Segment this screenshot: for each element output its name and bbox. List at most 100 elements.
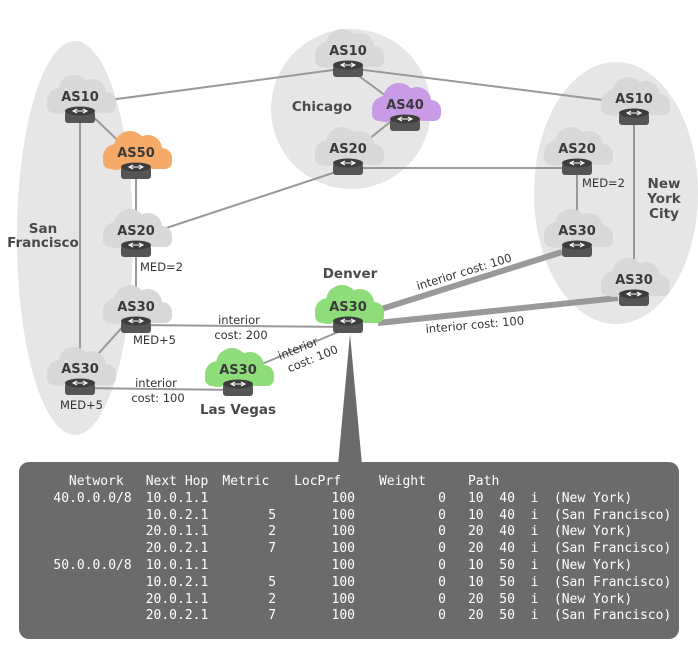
router-lasvegas-as30: AS30 [205,348,274,397]
cell-locprf: 100 [331,574,355,590]
cell-path: 10 50 i [467,557,539,573]
table-row: 10.0.2.1 5 100 0 10 50 i (San Francisco) [33,575,679,592]
router-sf-as30a-label: AS30 [117,300,155,315]
cell-locprf: 100 [331,591,355,607]
cell-network [33,508,146,525]
router-sf-as10-label: AS10 [61,90,99,105]
cell-locprf: 100 [331,507,355,523]
cell-weight: 0 [438,608,446,624]
cell-path: 20 50 i [467,608,539,624]
cell-next-hop: 10.0.1.1 [145,490,209,506]
cost-lv-sf-label-1: interior [135,376,177,390]
cell-locprf: 100 [331,541,355,557]
cell-path: 20 50 i [467,591,539,607]
router-chi-as10-label: AS10 [329,44,367,59]
header-locprf: LocPrf [294,474,342,489]
router-chi-as10: AS10 [315,29,384,78]
link-denver-ny-as30b [377,295,619,326]
cell-locprf: 100 [331,524,355,540]
las-vegas-label: Las Vegas [200,402,276,418]
cell-network [33,541,146,558]
link-sf-as30b-lasvegas [79,387,239,391]
cell-note: (New York) [553,490,633,506]
cell-network: 50.0.0.0/8 [53,557,132,573]
router-ny-as20-label: AS20 [558,142,596,157]
cell-note: (San Francisco) [553,507,672,523]
cell-metric: 2 [268,591,277,607]
cell-weight: 0 [438,490,446,506]
header-note [554,474,679,491]
cost-lv-sf-label-2: cost: 100 [131,391,184,405]
cell-path: 10 40 i [467,490,539,506]
san-francisco-label-1: San [29,221,57,237]
router-sf-as20-label: AS20 [117,224,155,239]
cell-next-hop: 10.0.1.1 [145,557,209,573]
link-chi-as10-ny-as10 [347,67,635,105]
router-chi-as20: AS20 [315,127,384,176]
cell-locprf: 100 [331,608,355,624]
router-chi-as40-label: AS40 [386,98,424,113]
router-chi-as40: AS40 [372,83,441,132]
cell-weight: 0 [438,574,446,590]
cell-metric [216,491,276,508]
cell-note: (New York) [553,591,633,607]
cost-200-label-1: interior [218,313,260,327]
cost-200-label-2: cost: 200 [214,328,267,342]
callout-pointer [338,334,362,465]
cell-metric [216,558,276,575]
router-denver-as30-label: AS30 [329,300,367,315]
cell-metric: 5 [268,574,277,590]
router-sf-as30b-label: AS30 [61,362,99,377]
new-york-region [534,62,698,324]
new-york-label-2: York [646,191,681,207]
router-denver-as30: AS30 [315,285,384,334]
cell-weight: 0 [438,507,446,523]
sf-med5b-label: MED+5 [60,398,103,412]
cell-network [33,575,146,592]
cell-metric: 7 [268,608,277,624]
cell-next-hop: 20.0.2.1 [145,541,209,557]
router-ny-as20: AS20 [544,127,613,176]
header-weight: Weight [378,474,426,489]
link-sf-as30a-denver [135,324,351,328]
router-sf-as50: AS50 [103,131,172,180]
header-next-hop: Next Hop [145,474,209,489]
router-sf-as30a: AS30 [103,285,172,334]
san-francisco-region [17,41,133,435]
denver-label: Denver [323,266,378,282]
router-ny-as30a-label: AS30 [558,224,596,239]
cell-path: 10 40 i [467,507,539,523]
sf-med2-label: MED=2 [140,260,183,274]
chicago-region [271,29,431,189]
router-ny-as10-label: AS10 [615,92,653,107]
cell-next-hop: 10.0.2.1 [145,574,209,590]
cell-note: (San Francisco) [553,574,672,590]
header-path: Path [467,474,500,489]
cell-next-hop: 20.0.2.1 [145,608,209,624]
chicago-label: Chicago [292,99,352,115]
cell-network: 40.0.0.0/8 [53,490,132,506]
new-york-label-3: City [649,206,679,222]
cell-next-hop: 20.0.1.1 [145,591,209,607]
router-sf-as20: AS20 [103,209,172,258]
link-sf-as20-chi-as20 [135,167,349,239]
cell-weight: 0 [438,541,446,557]
cell-metric: 5 [268,507,277,523]
new-york-label-1: New [648,176,681,192]
header-metric: Metric [222,474,270,489]
cell-path: 20 40 i [467,524,539,540]
table-header-row: Network Next Hop Metric LocPrf Weight Pa… [33,474,679,491]
header-network: Network [68,474,124,489]
cell-network [33,592,146,609]
link-sf-as10-chi-as10 [79,67,349,105]
cell-path: 10 50 i [467,574,539,590]
